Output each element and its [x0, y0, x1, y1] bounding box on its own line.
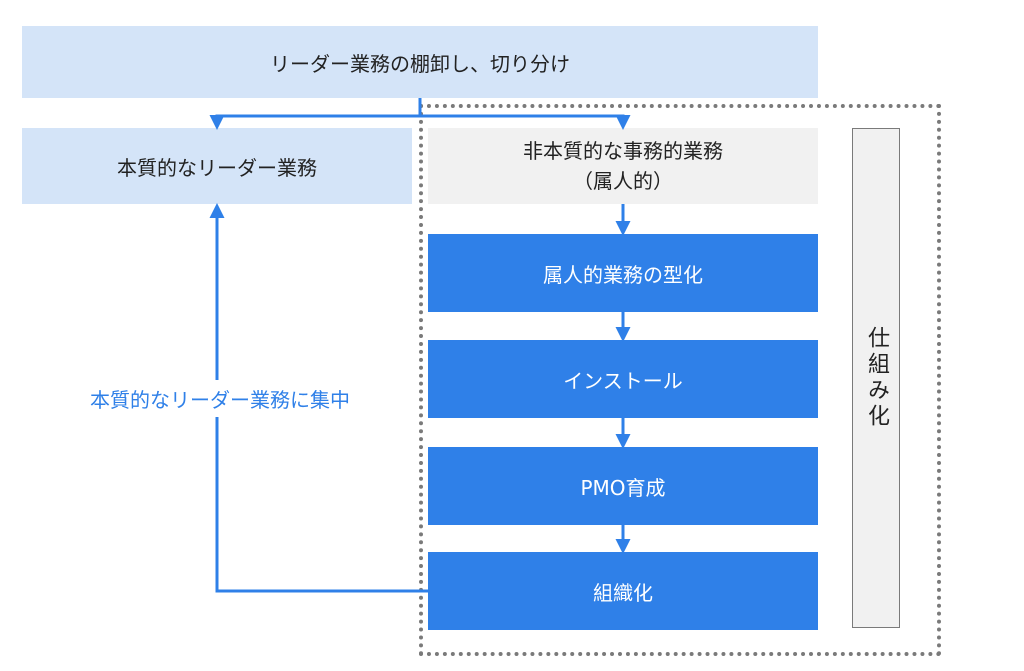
essential-task-label: 本質的なリーダー業務 — [117, 155, 317, 180]
split-connector — [209, 98, 422, 130]
step-pmo-box: PMO育成 — [428, 447, 818, 525]
nonessential-task-line1: 非本質的な事務的業務 — [523, 139, 723, 163]
step-organize-label: 組織化 — [593, 580, 653, 605]
split-connector-right — [420, 114, 631, 130]
nonessential-task-line2: （属人的） — [573, 169, 673, 193]
step-install-box: インストール — [428, 340, 818, 418]
step-organize-box: 組織化 — [428, 552, 818, 630]
mechanism-side-label: 仕組み化 — [864, 326, 889, 430]
essential-task-box: 本質的なリーダー業務 — [22, 128, 412, 204]
inventory-task-box: リーダー業務の棚卸し、切り分け — [22, 26, 818, 98]
step-standardize-label: 属人的業務の型化 — [543, 262, 703, 287]
mechanism-region-border — [419, 104, 941, 656]
nonessential-task-box: 非本質的な事務的業務 （属人的） — [428, 128, 818, 204]
feedback-arrow — [209, 203, 428, 593]
inventory-task-label: リーダー業務の棚卸し、切り分け — [270, 51, 570, 76]
mechanism-side-box: 仕組み化 — [852, 128, 900, 628]
step-install-label: インストール — [563, 368, 683, 393]
focus-essential-label: 本質的なリーダー業務に集中 — [40, 380, 400, 417]
step-standardize-box: 属人的業務の型化 — [428, 234, 818, 312]
step-pmo-label: PMO育成 — [580, 475, 666, 500]
